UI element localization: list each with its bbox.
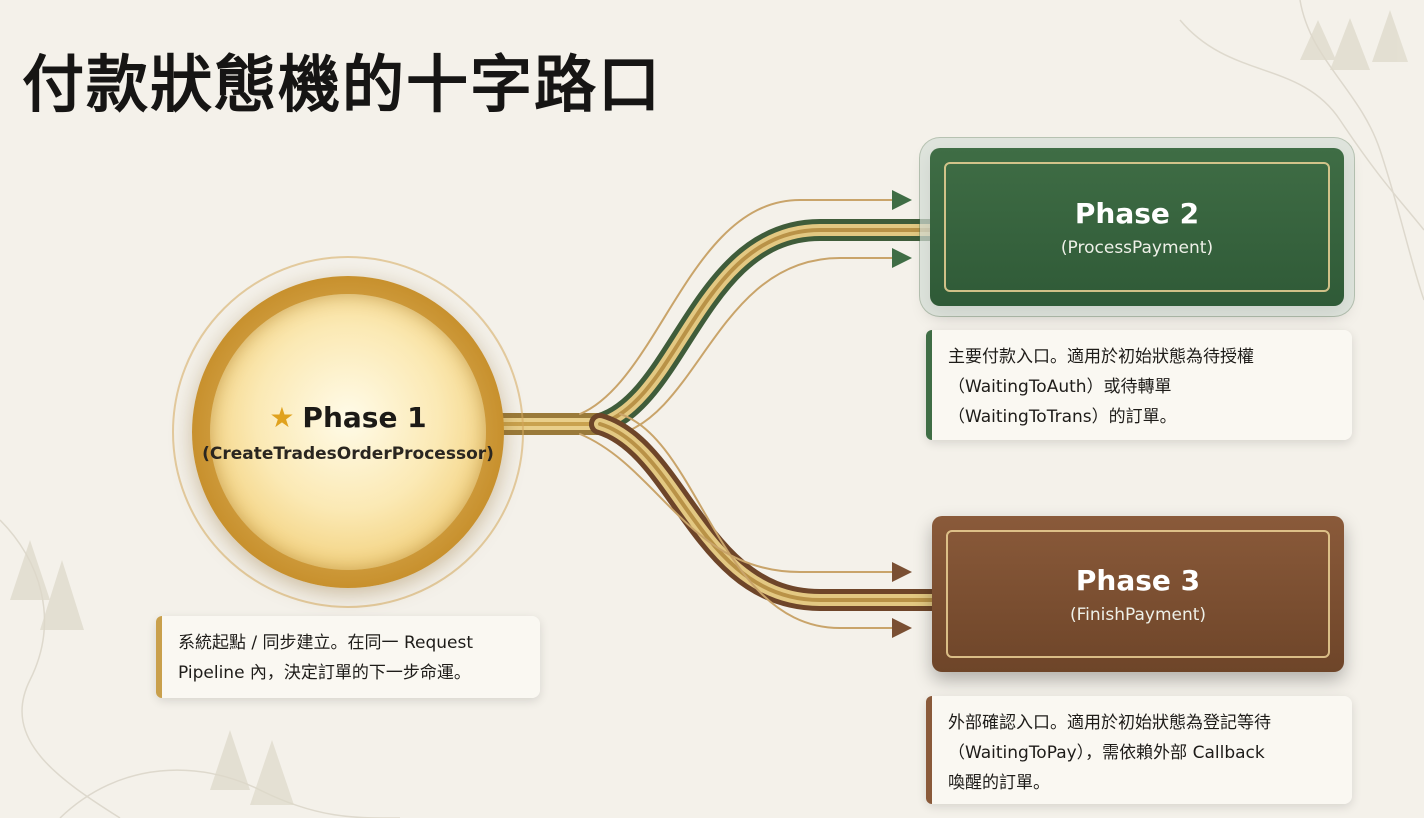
note-line: （WaitingToAuth）或待轉單 xyxy=(948,377,1172,397)
upper-branch xyxy=(579,190,943,435)
phase-1-subtitle: (CreateTradesOrderProcessor) xyxy=(202,443,494,464)
phase-3-description: 外部確認入口。適用於初始狀態為登記等待 （WaitingToPay），需依賴外部… xyxy=(926,696,1352,804)
phase-3-inner-border xyxy=(946,530,1330,658)
note-line: 外部確認入口。適用於初始狀態為登記等待 xyxy=(948,713,1271,733)
phase-2-inner-border xyxy=(944,162,1330,292)
phase-1-node: ★ Phase 1 (CreateTradesOrderProcessor) xyxy=(172,256,524,608)
phase-3-card: Phase 3 (FinishPayment) xyxy=(932,516,1344,672)
star-icon: ★ xyxy=(269,400,295,434)
phase-3-subtitle: (FinishPayment) xyxy=(1069,604,1207,625)
phase-1-label: ★ Phase 1 xyxy=(269,401,426,434)
note-line: Pipeline 內，決定訂單的下一步命運。 xyxy=(178,663,471,683)
lower-branch xyxy=(579,413,943,638)
phase-3-name: Phase 3 xyxy=(1075,563,1201,597)
phase-1-outer-ring xyxy=(172,256,524,608)
note-line: 喚醒的訂單。 xyxy=(948,773,1050,793)
note-line: （WaitingToTrans）的訂單。 xyxy=(948,407,1177,427)
note-line: 系統起點 / 同步建立。在同一 Request xyxy=(178,633,473,653)
page-title: 付款狀態機的十字路口 xyxy=(22,48,663,121)
phase-1-face xyxy=(210,294,486,570)
phase-2-card: Phase 2 (ProcessPayment) xyxy=(930,148,1344,306)
phase-2-subtitle: (ProcessPayment) xyxy=(1060,237,1214,258)
phase-1-name: Phase 1 xyxy=(302,400,427,434)
phase-2-name: Phase 2 xyxy=(1074,196,1200,230)
phase-2-description: 主要付款入口。適用於初始狀態為待授權 （WaitingToAuth）或待轉單 （… xyxy=(926,330,1352,440)
note-line: 主要付款入口。適用於初始狀態為待授權 xyxy=(948,347,1254,367)
phase-1-description: 系統起點 / 同步建立。在同一 Request Pipeline 內，決定訂單的… xyxy=(156,616,540,698)
note-line: （WaitingToPay），需依賴外部 Callback xyxy=(948,743,1265,763)
